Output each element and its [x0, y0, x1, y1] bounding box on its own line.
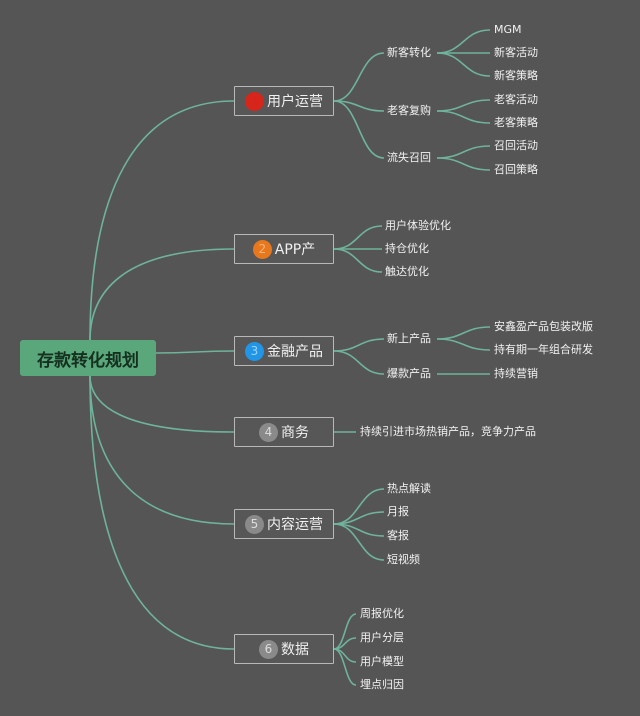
topic-new-products[interactable]: 新上产品	[387, 332, 431, 345]
root-label: 存款转化规划	[37, 350, 139, 371]
link-b5-video	[333, 523, 385, 561]
link-root-branch-2	[89, 248, 235, 341]
topic-new-customer-conversion[interactable]: 新客转化	[387, 46, 431, 59]
leaf-new-customer-activity[interactable]: 新客活动	[494, 46, 538, 59]
branch-label: 内容运营	[267, 517, 323, 533]
topic-ux-optimization[interactable]: 用户体验优化	[385, 219, 451, 232]
leaf-recall-strategy[interactable]: 召回策略	[494, 163, 538, 176]
number-badge-6: 6	[259, 639, 278, 659]
link-b1-new-mgm	[436, 29, 491, 54]
number-badge-4: 4	[259, 422, 278, 442]
link-root-branch-5	[89, 375, 235, 525]
link-b2-ux	[333, 225, 383, 250]
branch-data[interactable]: 6 数据	[234, 634, 334, 664]
leaf-mgm[interactable]: MGM	[494, 23, 522, 36]
leaf-product-repackaging[interactable]: 安鑫盈产品包装改版	[494, 320, 593, 333]
topic-churn-recall[interactable]: 流失召回	[387, 151, 431, 164]
link-b3-new-repack	[436, 326, 491, 340]
branch-label: 用户运营	[267, 94, 323, 110]
link-root-branch-1	[89, 100, 235, 341]
leaf-recall-activity[interactable]: 召回活动	[494, 139, 538, 152]
link-root-branch-3	[155, 350, 235, 354]
branch-label: 数据	[281, 642, 309, 658]
topic-user-segmentation[interactable]: 用户分层	[360, 631, 404, 644]
leaf-portfolio-research[interactable]: 持有期一年组合研发	[494, 343, 593, 356]
branch-label: 金融产品	[267, 344, 323, 360]
leaf-old-customer-strategy[interactable]: 老客策略	[494, 116, 538, 129]
number-badge-3: 3	[245, 341, 264, 361]
link-b1-churn	[333, 100, 385, 159]
leaf-continuous-marketing[interactable]: 持续营销	[494, 367, 538, 380]
branch-financial-products[interactable]: 3 金融产品	[234, 336, 334, 366]
topic-user-model[interactable]: 用户模型	[360, 655, 404, 668]
link-b1-churn-strategy	[436, 157, 491, 171]
link-root-branch-4	[89, 375, 235, 433]
branch-user-operations[interactable]: 1 用户运营	[234, 86, 334, 116]
topic-tracking-attribution[interactable]: 埋点归因	[360, 678, 404, 691]
topic-monthly-report[interactable]: 月报	[387, 505, 409, 518]
topic-import-hot-products[interactable]: 持续引进市场热销产品，竞争力产品	[360, 425, 536, 438]
link-b1-churn-activity	[436, 145, 491, 159]
leaf-new-customer-strategy[interactable]: 新客策略	[494, 69, 538, 82]
link-b3-hot	[333, 350, 385, 375]
topic-holding-optimization[interactable]: 持仓优化	[385, 242, 429, 255]
topic-customer-report[interactable]: 客报	[387, 529, 409, 542]
topic-short-video[interactable]: 短视频	[387, 553, 420, 566]
link-b1-old-activity	[436, 99, 491, 112]
link-b6-tracking	[333, 648, 357, 686]
branch-label: APP产	[274, 242, 316, 258]
link-b3-new-portfolio	[436, 338, 491, 351]
branch-business[interactable]: 4 商务	[234, 417, 334, 447]
link-b3-new	[333, 338, 385, 352]
link-root-branch-6	[89, 375, 235, 650]
branch-content-operations[interactable]: 5 内容运营	[234, 509, 334, 539]
branch-label: 商务	[281, 425, 309, 441]
topic-hot-products[interactable]: 爆款产品	[387, 367, 431, 380]
root-node[interactable]: 存款转化规划	[20, 340, 156, 376]
topic-repeat-purchase[interactable]: 老客复购	[387, 104, 431, 117]
link-b1-new	[333, 52, 385, 102]
topic-weekly-report-optimization[interactable]: 周报优化	[360, 607, 404, 620]
number-badge-2: 2	[252, 239, 272, 259]
number-badge-1: 1	[245, 91, 264, 111]
topic-hot-topic-analysis[interactable]: 热点解读	[387, 482, 431, 495]
number-badge-5: 5	[245, 514, 264, 534]
branch-app[interactable]: 2 APP产	[234, 234, 334, 264]
link-b2-reach	[333, 248, 383, 273]
link-b1-old-strategy	[436, 110, 491, 124]
topic-reach-optimization[interactable]: 触达优化	[385, 265, 429, 278]
link-b1-new-strategy	[436, 52, 491, 77]
leaf-old-customer-activity[interactable]: 老客活动	[494, 93, 538, 106]
